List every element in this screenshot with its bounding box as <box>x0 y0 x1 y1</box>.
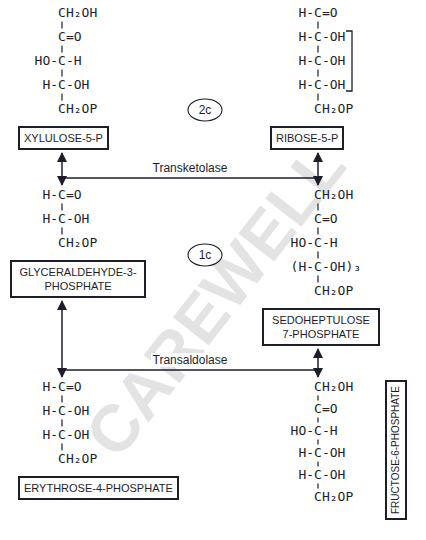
structure-line: HO-C-H <box>291 424 338 438</box>
bond-line <box>317 462 318 467</box>
compound-name-box: XYLULOSE-5-P <box>18 126 109 150</box>
bond-line <box>61 46 62 53</box>
watermark: CAREWELL <box>72 131 357 469</box>
bond-line <box>61 70 62 77</box>
structure-line: CH₂OP <box>58 452 97 466</box>
molecule-node: CH₂OH C=O HO-C-H (H-C-OH)₃ CH₂OP SEDOHEPTULOS… <box>262 188 380 346</box>
structure-line: C=O <box>314 212 337 226</box>
bond-line <box>317 396 318 401</box>
structure-line: H-C-OH <box>42 428 89 442</box>
structure-line: H-C=O <box>298 6 337 20</box>
bond-line <box>317 22 318 29</box>
bond-line <box>317 418 318 423</box>
structure-line: CH₂OP <box>58 102 97 116</box>
bond-line <box>317 228 318 235</box>
structure-line: CH₂OP <box>314 284 353 298</box>
bond-line <box>317 70 318 77</box>
structure-line: HO-C-H <box>35 54 82 68</box>
bond-line <box>61 420 62 427</box>
callout-circle <box>188 99 222 121</box>
molecule-node: H-C=O H-C-OH H-C-OH H-C-OH CH₂OP RIBOSE-5-P <box>270 6 353 150</box>
structure-line: CH₂OH <box>58 6 97 20</box>
compound-name-box: GLYCERALDEHYDE-3-PHOSPHATE <box>10 260 146 298</box>
molecule-node: H-C=O H-C-OH H-C-OH CH₂OP ERYTHROSE-4-PHOSPH… <box>18 380 179 500</box>
structure-line: HO-C-H <box>291 236 338 250</box>
bond-line <box>317 440 318 445</box>
structure-line: H-C-OH <box>42 78 89 92</box>
bond-line <box>61 22 62 29</box>
structure-line: (H-C-OH)₃ <box>291 260 361 274</box>
structure-line: CH₂OP <box>58 236 97 250</box>
reaction-arrow <box>61 153 63 185</box>
structure-line: CH₂OP <box>314 102 353 116</box>
bond-line <box>61 444 62 451</box>
reaction-bar <box>62 177 318 179</box>
structure-line: H-C-OH <box>298 54 345 68</box>
structure-line: H-C=O <box>42 380 81 394</box>
structure-line: H-C-OH <box>298 468 345 482</box>
bond-line <box>317 276 318 283</box>
bond-line <box>317 484 318 489</box>
enzyme-label: Transaldolase <box>151 353 230 367</box>
structure-line: C=O <box>58 30 81 44</box>
compound-name-box: ERYTHROSE-4-PHOSPHATE <box>18 476 179 500</box>
bond-line <box>317 46 318 53</box>
structure-line: C=O <box>314 402 337 416</box>
structure-line: H-C-OH <box>298 30 345 44</box>
compound-name-box: FRUCTOSE-6-PHOSPHATE <box>385 380 407 520</box>
bond-line <box>61 396 62 403</box>
reaction-bar <box>62 369 318 371</box>
bond-line <box>317 252 318 259</box>
molecule-node: CH₂OH C=O HO-C-H H-C-OH CH₂OP XYLULOSE-5-P <box>18 6 109 150</box>
compound-name-box: RIBOSE-5-P <box>270 126 344 150</box>
callout-circle <box>188 244 222 266</box>
structure-line: CH₂OP <box>314 490 353 504</box>
molecule-node: H-C=O H-C-OH CH₂OP GLYCERALDEHYDE-3-PHOSPHA… <box>10 188 146 298</box>
bracket <box>346 31 352 91</box>
enzyme-label: Transketolase <box>151 161 230 175</box>
structure-line: H-C-OH <box>42 404 89 418</box>
bond-line <box>61 228 62 235</box>
structure-line: CH₂OH <box>314 380 353 394</box>
reaction-arrow <box>317 349 319 377</box>
bond-line <box>61 94 62 101</box>
structure-line: H-C-OH <box>298 446 345 460</box>
structure-line: H-C=O <box>42 188 81 202</box>
compound-name-box: SEDOHEPTULOSE 7-PHOSPHATE <box>262 308 380 346</box>
bond-line <box>317 204 318 211</box>
reaction-arrow <box>61 301 63 377</box>
structure-line: CH₂OH <box>314 188 353 202</box>
callout-number: 2c <box>199 103 212 117</box>
bond-line <box>61 204 62 211</box>
structure-line: H-C-OH <box>42 212 89 226</box>
bond-line <box>317 94 318 101</box>
structure-line: H-C-OH <box>298 78 345 92</box>
callout-number: 1c <box>199 248 212 262</box>
molecule-node: CH₂OH C=O HO-C-H H-C-OH H-C-OH CH₂OP FRUCTOSE-… <box>291 380 407 520</box>
reaction-arrow <box>317 153 319 185</box>
